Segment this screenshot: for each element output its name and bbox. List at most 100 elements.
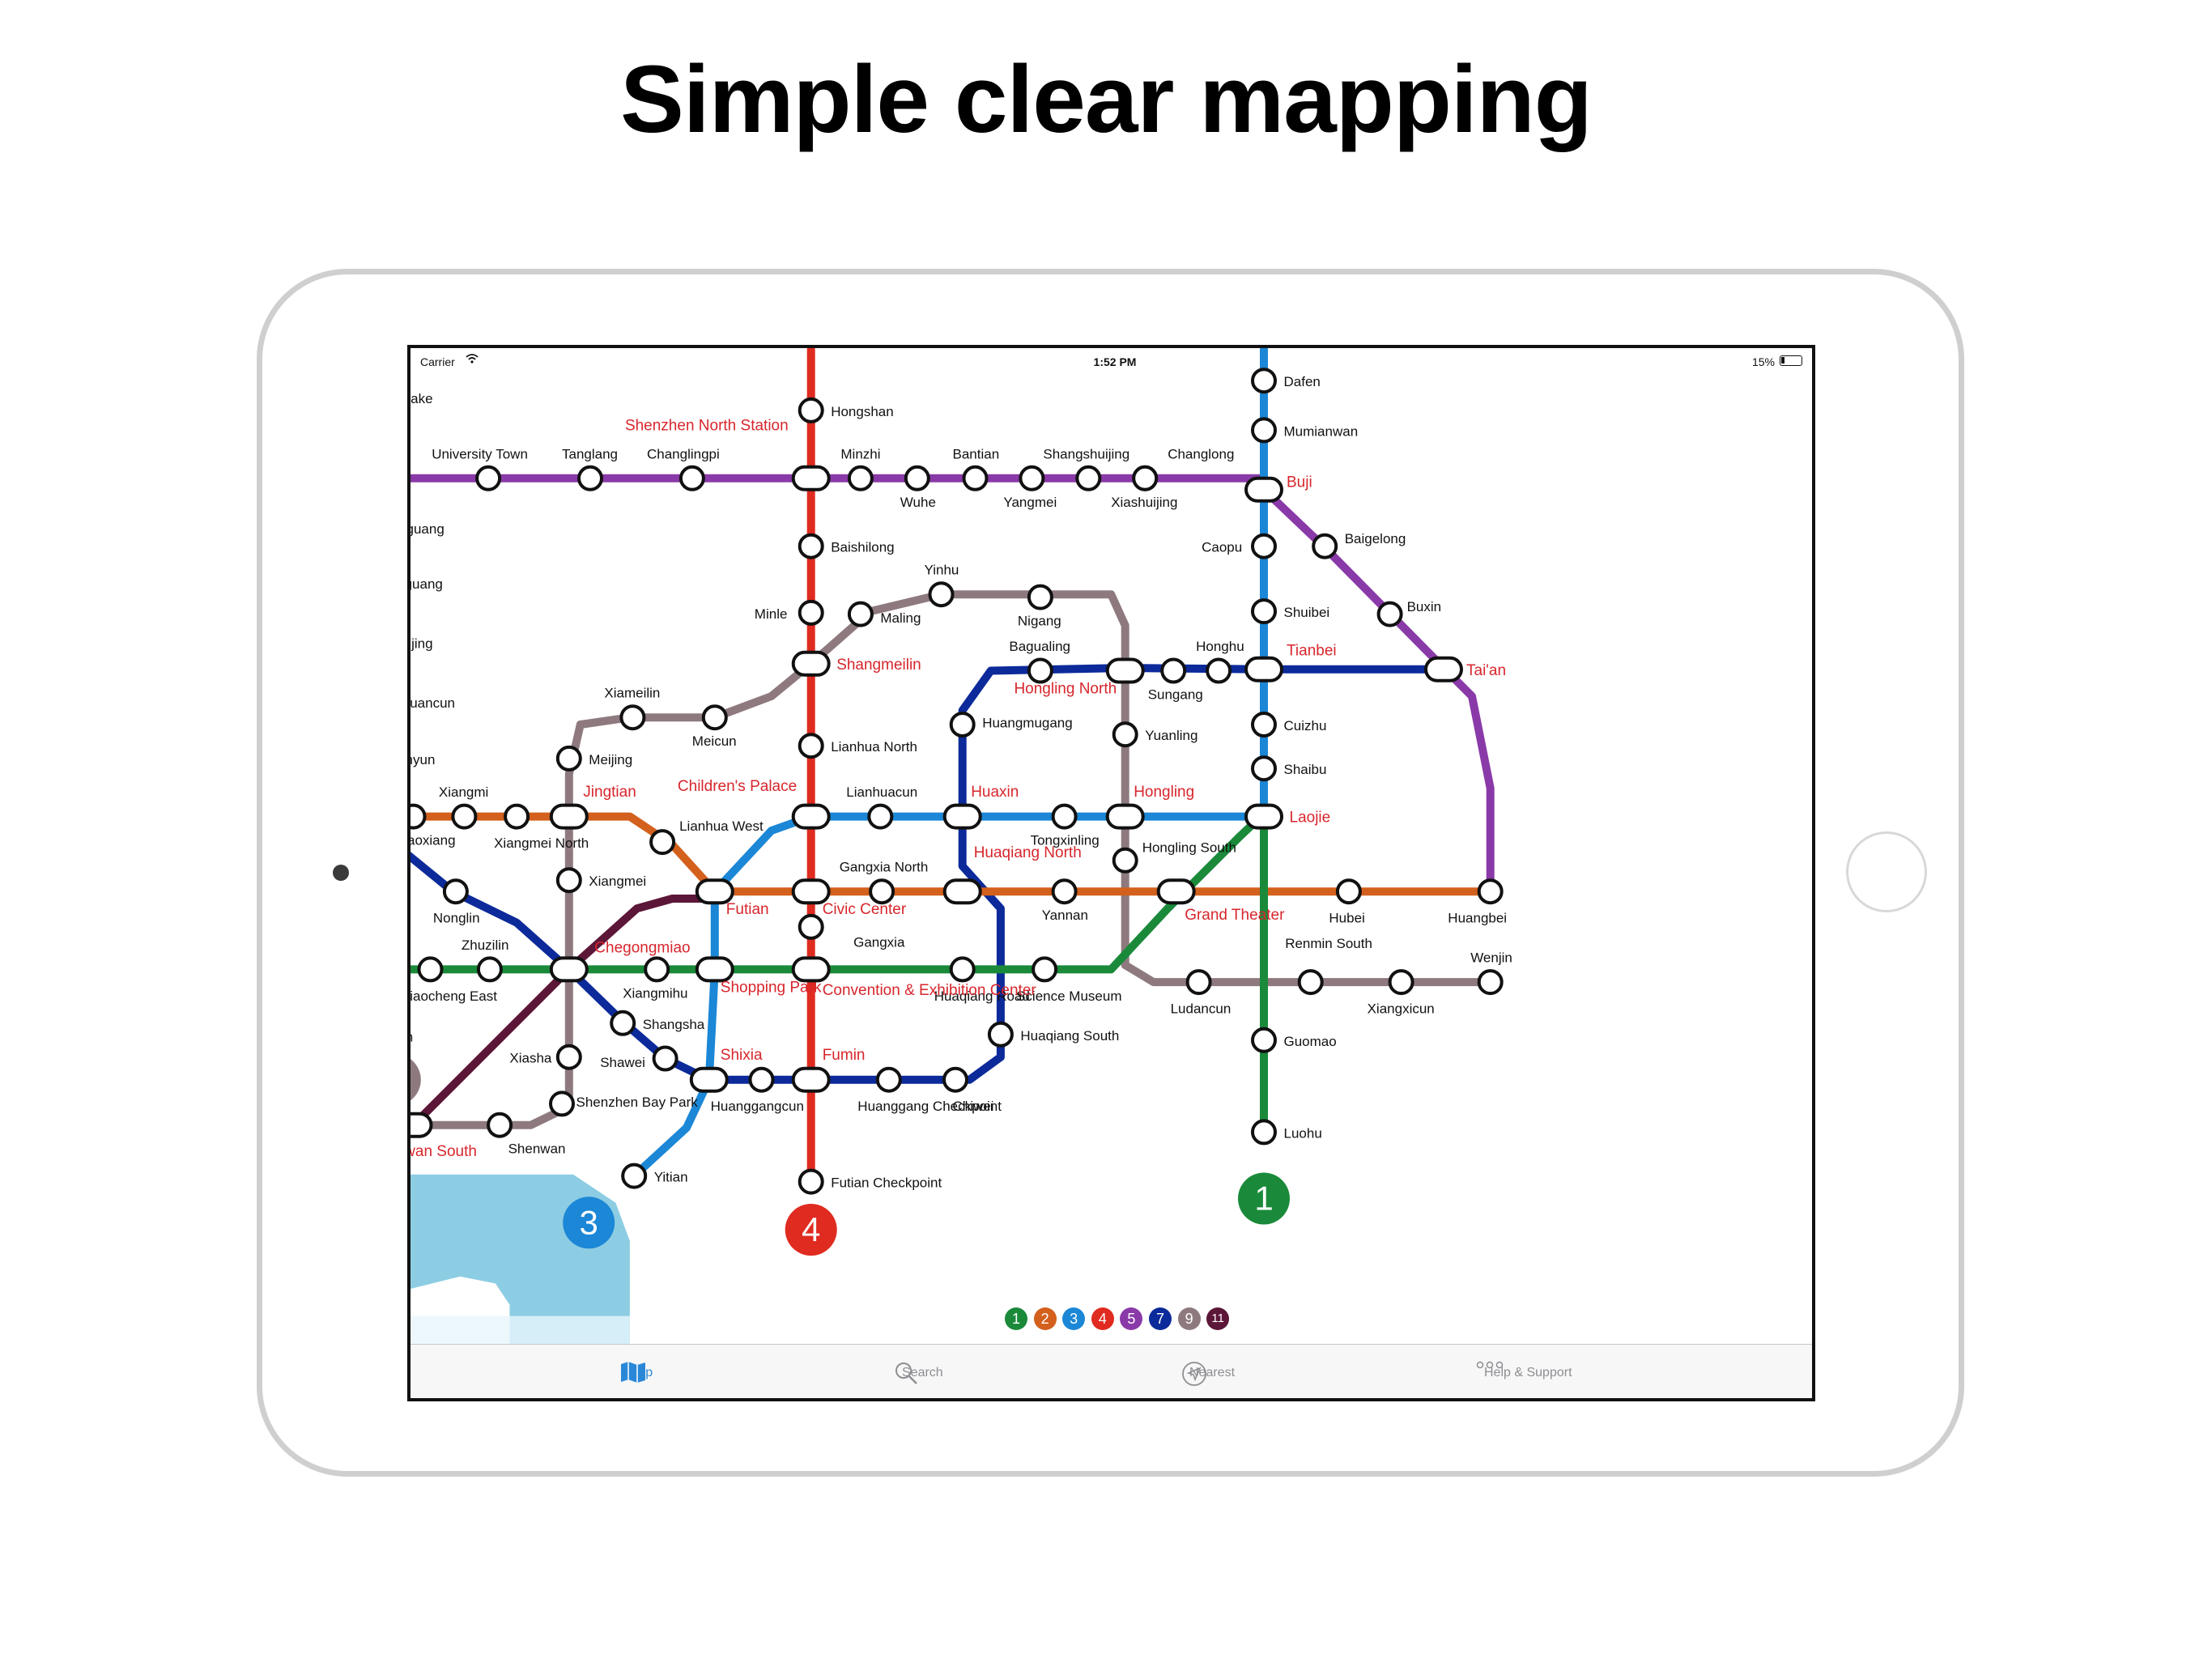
station-label: Nonglin — [433, 911, 480, 926]
station-marker — [1075, 465, 1102, 491]
station-label: Baigelong — [1345, 531, 1406, 546]
interchange-marker — [942, 803, 982, 830]
station-marker — [949, 956, 976, 983]
station-label: Science Museum — [1016, 988, 1121, 1004]
station-label: Futian Checkpoint — [831, 1175, 942, 1191]
station-label: Huangmugang — [982, 716, 1073, 731]
interchange-label: Shixia — [721, 1047, 763, 1064]
interchange-marker — [791, 1066, 831, 1093]
station-label: Changlong — [1168, 446, 1234, 461]
station-label: Hongling South — [1142, 840, 1236, 855]
interchange-marker — [1244, 656, 1283, 682]
interchange-marker — [695, 956, 734, 983]
station-marker — [1335, 878, 1362, 905]
station-label: Shangshuijing — [1043, 446, 1129, 461]
station-marker — [987, 1021, 1014, 1048]
station-label: Shuibei — [1284, 605, 1330, 620]
status-bar: Carrier 1:52 PM 15% — [410, 348, 1812, 372]
interchange-label: Children's Palace — [678, 778, 797, 795]
station-marker — [949, 712, 976, 738]
line-1-badge-label: 1 — [1254, 1180, 1273, 1218]
tab-nearest[interactable]: Nearest — [1181, 1361, 1236, 1386]
station-label: Yitian — [654, 1170, 688, 1185]
line-filter-4[interactable]: 4 — [1091, 1307, 1114, 1330]
interchange-label: Grand Theater — [1185, 907, 1285, 924]
line-filter-11[interactable]: 11 — [1206, 1307, 1230, 1330]
interchange-marker — [1244, 803, 1283, 830]
station-label: Xiangmei North — [494, 835, 589, 851]
station-label: Changlingpi — [647, 446, 720, 461]
station-label: Ludancun — [1171, 1001, 1231, 1017]
station-label: Shawei — [600, 1055, 645, 1070]
line-3-badge — [563, 1197, 615, 1249]
tab-help-label: Help & Support — [1484, 1366, 1572, 1380]
station-label: Meijing — [589, 752, 632, 767]
line-filter-3[interactable]: 3 — [1062, 1307, 1086, 1330]
station-label: Bagualing — [1009, 639, 1070, 654]
station-marker — [475, 465, 502, 491]
interchange-marker — [1424, 656, 1463, 682]
tab-help-support[interactable]: Help & Support — [1476, 1361, 1572, 1385]
station-marker — [1027, 584, 1053, 610]
station-marker — [417, 956, 444, 983]
station-label: Wuhe — [900, 495, 936, 510]
line-filter-2[interactable]: 2 — [1033, 1307, 1057, 1330]
station-label: Nigang — [1018, 614, 1061, 629]
tab-map[interactable]: Map — [619, 1361, 653, 1385]
station-label: Huaqiang Road — [934, 988, 1030, 1004]
station-label: Shaibu — [1284, 762, 1327, 777]
station-marker — [442, 878, 469, 905]
station-label: Dafen — [1284, 374, 1321, 389]
station-marker — [942, 1066, 968, 1093]
interchange-marker — [791, 803, 831, 830]
station-label: Yannan — [1042, 908, 1088, 923]
tab-bar: Map Search Nearest Help & Support — [410, 1344, 1812, 1398]
station-marker — [798, 397, 824, 423]
interchange-label: Hongshuwan South — [410, 1143, 477, 1160]
station-marker — [798, 1168, 824, 1195]
station-label: Yuanling — [1145, 728, 1197, 743]
station-label: University Town — [432, 446, 528, 461]
interchange-marker — [791, 878, 831, 905]
station-label: Xili Lake — [410, 391, 433, 406]
interchange-label: Shopping Park — [721, 979, 822, 996]
station-label: Lianhuacun — [846, 784, 917, 800]
station-label: Xiangmihu — [623, 985, 687, 1001]
station-label: Maling — [880, 610, 921, 626]
station-label: Guomao — [1284, 1034, 1337, 1049]
interchange-marker — [695, 878, 734, 905]
interchange-label: Huaxin — [971, 784, 1019, 801]
station-marker — [1251, 533, 1277, 559]
line-filter-5[interactable]: 5 — [1120, 1307, 1143, 1330]
line-filter-9[interactable]: 9 — [1177, 1307, 1201, 1330]
tab-nearest-label: Nearest — [1189, 1366, 1236, 1380]
home-button[interactable] — [1846, 831, 1927, 912]
interchange-label: Shangmeilin — [836, 657, 921, 674]
line-filter-1[interactable]: 1 — [1005, 1307, 1027, 1330]
line-filter-7[interactable]: 7 — [1149, 1307, 1172, 1330]
station-marker — [410, 803, 427, 830]
station-marker — [798, 733, 824, 759]
station-marker — [555, 745, 582, 772]
station-marker — [798, 599, 824, 626]
interchange-marker — [410, 1112, 433, 1138]
station-label: Minzhi — [840, 446, 880, 461]
metro-map[interactable]: Xili LakeUniversity TownTanglangChanglin… — [410, 348, 1812, 1398]
interchange-label: Jingtian — [583, 784, 636, 801]
interchange-marker — [791, 465, 831, 491]
station-label: Taoyuancun — [410, 695, 455, 711]
station-label: Yinhu — [925, 563, 959, 578]
station-label: Zhuzilin — [462, 937, 509, 953]
station-label: Minle — [755, 606, 788, 622]
station-label: Honghu — [1196, 639, 1244, 654]
interchange-label: Futian — [726, 901, 769, 918]
station-label: Caopu — [1202, 540, 1242, 555]
station-marker — [928, 581, 955, 608]
station-marker — [678, 465, 705, 491]
station-marker — [1251, 1027, 1277, 1053]
station-marker — [1251, 368, 1277, 394]
station-label: Mumianwan — [1284, 423, 1359, 439]
station-marker — [504, 803, 530, 830]
tab-search[interactable]: Search — [894, 1361, 943, 1385]
